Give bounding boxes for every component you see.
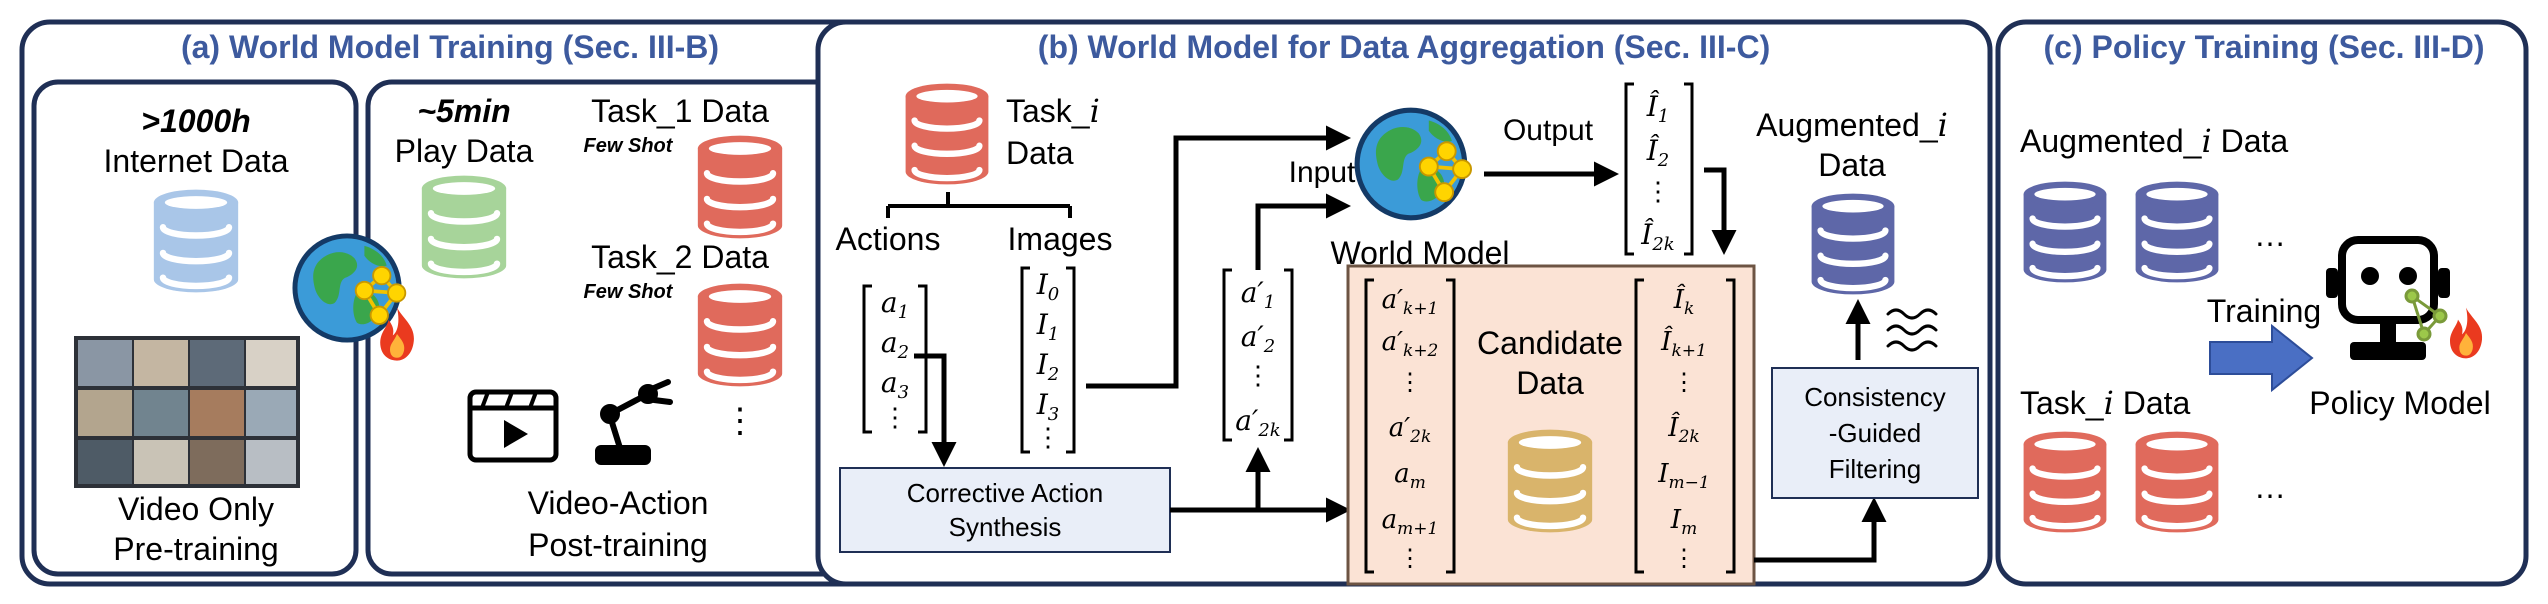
panel-a-title: (a) World Model Training (Sec. III-B): [181, 29, 719, 65]
task1-note: Few Shot: [584, 135, 674, 157]
corrective-line1: Corrective Action: [907, 478, 1104, 508]
internet-hours: >1000h: [141, 103, 250, 139]
video-frames-mosaic: [74, 336, 300, 488]
task-i-data-line: Data: [1006, 135, 1074, 171]
output-label: Output: [1503, 114, 1594, 147]
consistency-filtering-box: [1771, 367, 1979, 499]
augmented-data-line: Data: [1818, 147, 1886, 183]
candidate-line1: Candidate: [1477, 325, 1623, 361]
cand-right-vdots1: ⋮: [1672, 369, 1696, 396]
candidate-left-vector: a′k+1 a′k+2 ⋮ a′2k am am+1 ⋮: [1364, 278, 1456, 574]
actions-to-synthesis-arrow: [914, 353, 957, 467]
actions-vector: a1 a2 a3 ⋮: [862, 284, 928, 434]
candidate-line2: Data: [1516, 365, 1584, 401]
primed-actions-vector: a′1 a′2 ⋮ a′2k: [1222, 268, 1294, 442]
task1-database-icon: [698, 136, 782, 239]
augmented-database-icon: [1812, 194, 1895, 295]
panel-b: (b) World Model for Data Aggregation (Se…: [815, 19, 1993, 587]
output-vdots: ⋮: [1645, 176, 1671, 206]
primed-a1: a′1: [1241, 276, 1276, 313]
primed-to-worldmodel-arrow: [1255, 193, 1351, 270]
candidate-to-filtering-arrow: [1754, 497, 1887, 563]
robot-arm-icon: [595, 379, 673, 465]
play-data-label: Play Data: [395, 133, 534, 169]
cand-left-vdots1: ⋮: [1398, 369, 1422, 396]
video-clip-icon: [467, 389, 559, 463]
augmented-label: Augmented_i: [1756, 106, 1948, 144]
task-i-database-icon-2: [2136, 432, 2219, 533]
consistency-line3: Filtering: [1829, 454, 1921, 484]
waves-icon: [1886, 308, 1938, 352]
play-database-icon: [422, 176, 506, 279]
task2-note: Few Shot: [584, 281, 674, 303]
policy-model-label: Policy Model: [2309, 385, 2490, 421]
task-i-database-icon: [906, 84, 989, 185]
cand-right-vdots2: ⋮: [1672, 545, 1696, 572]
play-duration: ~5min: [417, 93, 510, 129]
augmented-i-data-label: Augmented_i Data: [2020, 122, 2288, 160]
training-label: Training: [2207, 293, 2321, 329]
more-tasks-dots: ⋮: [723, 402, 757, 440]
images-label: Images: [1008, 221, 1113, 257]
input-label: Input: [1289, 156, 1356, 189]
output-to-candidate-arrow: [1704, 167, 1737, 255]
internet-data-label: Internet Data: [104, 143, 289, 179]
internet-database-icon: [154, 190, 238, 293]
consistency-line1: Consistency: [1804, 382, 1946, 412]
corrective-line2: Synthesis: [949, 512, 1062, 542]
corrective-action-synthesis-box: [839, 467, 1171, 553]
candidate-database-icon: [1508, 430, 1592, 533]
augmented-database-icon-2: [2136, 182, 2219, 283]
task1-label: Task_1 Data: [591, 93, 769, 129]
task-i-data-label: Task_i Data: [2020, 384, 2191, 422]
task-i-label: Task_i: [1006, 92, 1100, 130]
augmented-ellipsis: …: [2254, 217, 2286, 253]
images-vdots: ⋮: [1035, 422, 1061, 452]
actions-vdots: ⋮: [882, 402, 908, 432]
robot-head-icon: [2326, 236, 2450, 360]
panel-a: (a) World Model Training (Sec. III-B) >1…: [19, 19, 879, 587]
augmented-database-icon-1: [2024, 182, 2107, 283]
task-i-database-icon-1: [2024, 432, 2107, 533]
panel-c: (c) Policy Training (Sec. III-D) Augment…: [1995, 19, 2529, 587]
actions-label: Actions: [836, 221, 941, 257]
cand-left-vdots2: ⋮: [1398, 545, 1422, 572]
video-action-line2: Post-training: [528, 527, 708, 563]
consistency-line2: -Guided: [1829, 418, 1922, 448]
images-to-worldmodel-arrow: [1086, 125, 1351, 389]
video-only-line2: Pre-training: [113, 531, 278, 567]
panel-b-title: (b) World Model for Data Aggregation (Se…: [1038, 29, 1770, 65]
task2-label: Task_2 Data: [591, 239, 769, 275]
video-only-line1: Video Only: [118, 491, 274, 527]
policy-network-nodes: [2404, 288, 2448, 342]
training-arrow: [2209, 323, 2314, 393]
panel-c-title: (c) Policy Training (Sec. III-D): [2044, 29, 2485, 65]
split-bracket: [886, 192, 1072, 218]
task-i-ellipsis: …: [2254, 469, 2286, 505]
primed-a2k: a′2k: [1235, 404, 1280, 441]
task2-database-icon: [698, 284, 782, 387]
primed-vdots: ⋮: [1245, 360, 1271, 390]
video-action-line1: Video-Action: [528, 485, 709, 521]
